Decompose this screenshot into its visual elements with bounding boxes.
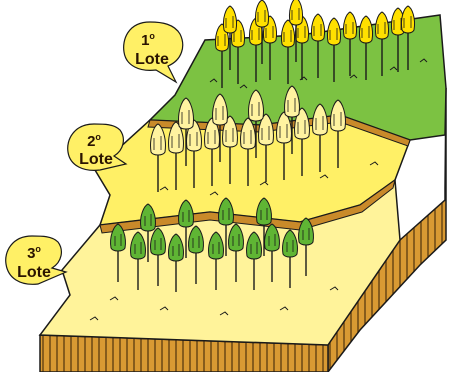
label-3-suffix: o	[35, 244, 41, 254]
label-bubble-2: 2o Lote	[68, 124, 126, 170]
label-1-suffix: o	[149, 31, 155, 41]
label-2-word: Lote	[79, 151, 113, 168]
label-bubble-1: 1o Lote	[124, 22, 183, 82]
label-1-ordinal: 1	[141, 32, 149, 49]
label-2-ordinal: 2	[87, 133, 95, 150]
label-2-suffix: o	[95, 132, 101, 142]
label-3-word: Lote	[17, 264, 51, 281]
label-1-word: Lote	[135, 51, 169, 68]
label-bubble-3: 3o Lote	[6, 236, 66, 284]
label-3-ordinal: 3	[27, 245, 35, 262]
